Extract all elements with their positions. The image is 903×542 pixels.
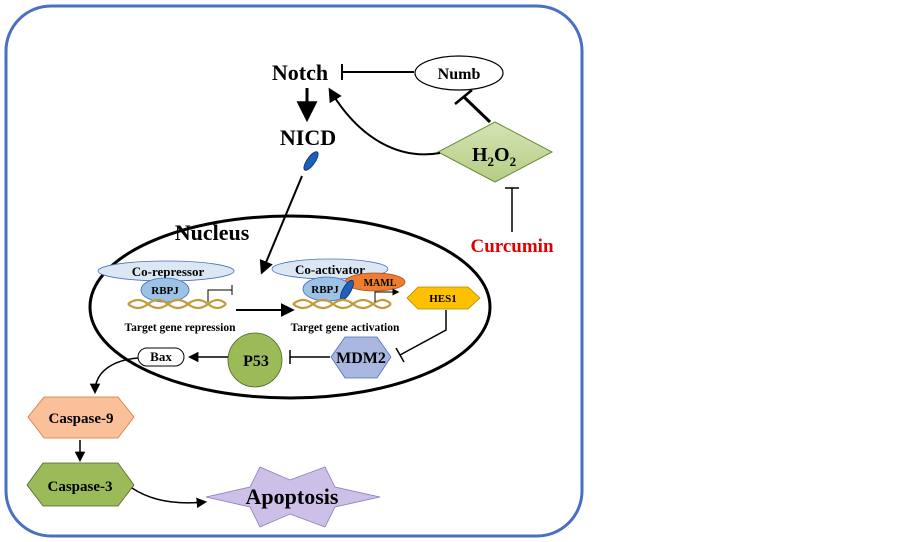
- p53-node: [227, 332, 283, 388]
- h2o2-to-notch-arrow: [328, 87, 441, 156]
- dna-left: [127, 298, 227, 310]
- curcumin-label: Curcumin: [470, 236, 553, 257]
- caspase9-label: Caspase-9: [48, 411, 113, 427]
- maml-label: MAML: [364, 278, 397, 289]
- outer-frame: [4, 4, 584, 538]
- hes1-inhibits-mdm2: [399, 310, 447, 356]
- mdm2-label: MDM2: [336, 350, 386, 367]
- bax-node: [137, 347, 185, 367]
- h2o2-inhibits-numb: [462, 95, 492, 124]
- target-activation-label: Target gene activation: [291, 322, 400, 334]
- caspase3-to-apoptosis-arrow: [131, 487, 208, 509]
- hes1-node: [406, 286, 481, 310]
- activation-arrow-small: [374, 288, 400, 302]
- notch-label: Notch: [272, 60, 328, 85]
- hes1-label: HES1: [429, 293, 457, 305]
- numb-label: Numb: [438, 66, 481, 83]
- apoptosis-node: [205, 466, 381, 528]
- p53-label: P53: [243, 353, 269, 370]
- rbpj-right-label: RBPJ: [311, 284, 339, 296]
- repression-symbol: [207, 285, 233, 302]
- rbpj-left-label: RBPJ: [151, 285, 179, 297]
- dna-right: [292, 298, 392, 310]
- co-activator-label: Co-activator: [295, 262, 365, 277]
- caspase9-node: [27, 396, 135, 439]
- h2o2-node: [436, 121, 554, 183]
- target-repression-label: Target gene repression: [125, 322, 237, 334]
- nicd-to-nucleus-arrow: [259, 175, 303, 275]
- apoptosis-label: Apoptosis: [246, 484, 339, 509]
- nucleus-label: Nucleus: [175, 220, 250, 245]
- numb-node: [414, 55, 504, 91]
- mdm2-node: [330, 336, 392, 379]
- nicd-molecule: [303, 151, 319, 171]
- hes1-mdm2-inhibition-bar: [395, 347, 405, 363]
- co-repressor-label: Co-repressor: [132, 264, 205, 279]
- h2o2-numb-inhibition-bar: [454, 89, 473, 105]
- nucleus: [88, 214, 492, 400]
- h2o2-label: H2O2: [472, 144, 516, 169]
- caspase3-label: Caspase-3: [47, 479, 112, 495]
- nicd-label: NICD: [280, 125, 336, 150]
- bax-to-caspase9-arrow: [89, 357, 139, 395]
- bax-label: Bax: [150, 349, 172, 364]
- caspase3-node: [26, 462, 135, 507]
